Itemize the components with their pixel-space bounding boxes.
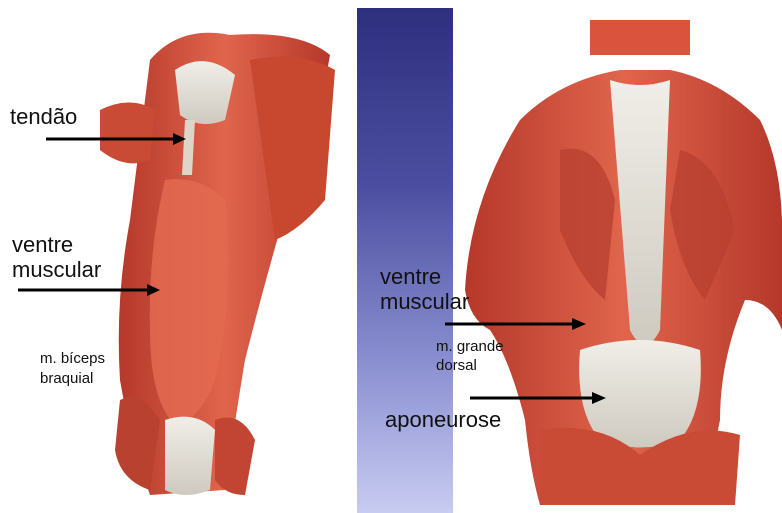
label-biceps-line1: m. bíceps — [40, 350, 105, 368]
label-right-belly-line1: ventre — [380, 265, 441, 288]
label-latissimus-line2: dorsal — [436, 357, 477, 375]
arm-illustration — [100, 33, 335, 495]
label-right-belly-line2: muscular — [380, 290, 469, 313]
label-left-belly-line2: muscular — [12, 258, 101, 281]
label-left-belly-line1: ventre — [12, 233, 73, 256]
label-tendon: tendão — [10, 105, 77, 128]
label-latissimus-line1: m. grande — [436, 338, 504, 356]
label-aponeurosis: aponeurose — [385, 408, 501, 431]
back-illustration — [465, 20, 782, 505]
label-biceps-line2: braquial — [40, 370, 93, 388]
